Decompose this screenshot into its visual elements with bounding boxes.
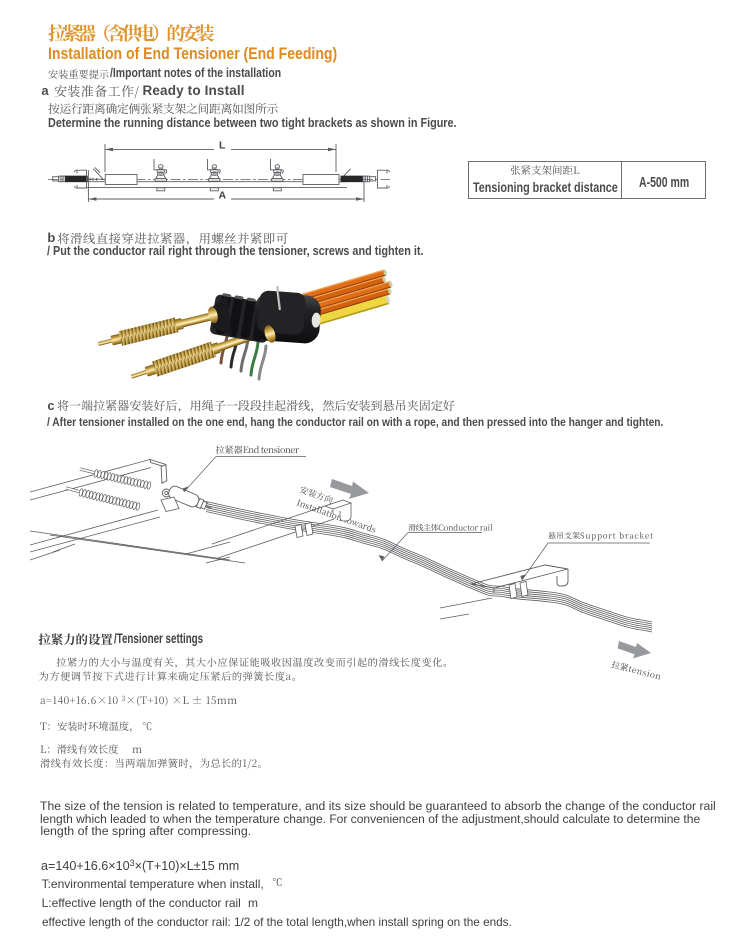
svg-text:滑线主体Conductor rail: 滑线主体Conductor rail xyxy=(408,523,493,534)
svg-text:A: A xyxy=(219,189,227,201)
svg-text:L: L xyxy=(219,140,226,152)
svg-text:拉紧tension: 拉紧tension xyxy=(610,658,663,682)
svg-text:悬吊支架Support bracket: 悬吊支架Support bracket xyxy=(548,531,654,542)
svg-text:拉紧器End tensioner: 拉紧器End tensioner xyxy=(216,443,300,456)
